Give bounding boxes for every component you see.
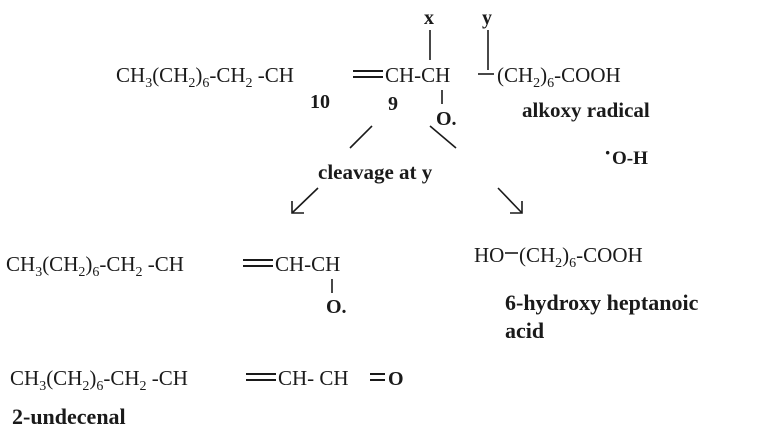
arrow-left-shaft (291, 187, 319, 214)
left-product-ch-ch: CH-CH (275, 252, 340, 276)
final-product-oxygen: O (388, 368, 404, 390)
radical-ch-ch: CH-CH (385, 63, 450, 87)
final-product-name: 2-undecenal (12, 404, 126, 429)
right-product-name-line2: acid (505, 318, 544, 343)
cleavage-label: cleavage at y (318, 160, 433, 184)
hydroxyl-dot: · (604, 140, 611, 165)
left-product-oxygen: O. (326, 296, 347, 318)
arrow-left-head (291, 201, 304, 214)
left-product-chain: CH3(CH2)6-CH2 -CH (6, 252, 184, 280)
radical-oxygen: O. (436, 108, 457, 130)
carbon-number-9: 9 (388, 93, 398, 115)
line-left-top (349, 125, 373, 149)
arrow-right-shaft (497, 187, 523, 214)
final-product-chain: CH3(CH2)6-CH2 -CH (10, 366, 188, 394)
final-product-ch-ch: CH- CH (278, 366, 349, 390)
cleavage-step: cleavage at y (291, 125, 523, 214)
right-product-ho: HO (474, 243, 504, 267)
radical-chain-right: (CH2)6-COOH (497, 63, 621, 91)
carbon-number-10: 10 (310, 91, 330, 113)
right-product-structure: HO (CH2)6-COOH 6-hydroxy heptanoic acid (474, 243, 699, 343)
label-x: x (424, 7, 434, 29)
arrow-right-head (510, 201, 523, 214)
hydroxyl-radical: O-H (612, 148, 648, 169)
alkoxy-radical-structure: x y CH3(CH2)6-CH2 -CH CH-CH (CH2)6-COOH … (116, 7, 650, 169)
right-product-name-line1: 6-hydroxy heptanoic (505, 290, 699, 315)
left-product-structure: CH3(CH2)6-CH2 -CH CH-CH O. (6, 252, 347, 318)
alkoxy-radical-label: alkoxy radical (522, 98, 650, 122)
right-product-chain: (CH2)6-COOH (519, 243, 643, 271)
line-right-top (429, 125, 457, 149)
final-product-structure: CH3(CH2)6-CH2 -CH CH- CH O 2-undecenal (10, 366, 404, 429)
label-y: y (482, 7, 492, 29)
radical-chain-left: CH3(CH2)6-CH2 -CH (116, 63, 294, 91)
